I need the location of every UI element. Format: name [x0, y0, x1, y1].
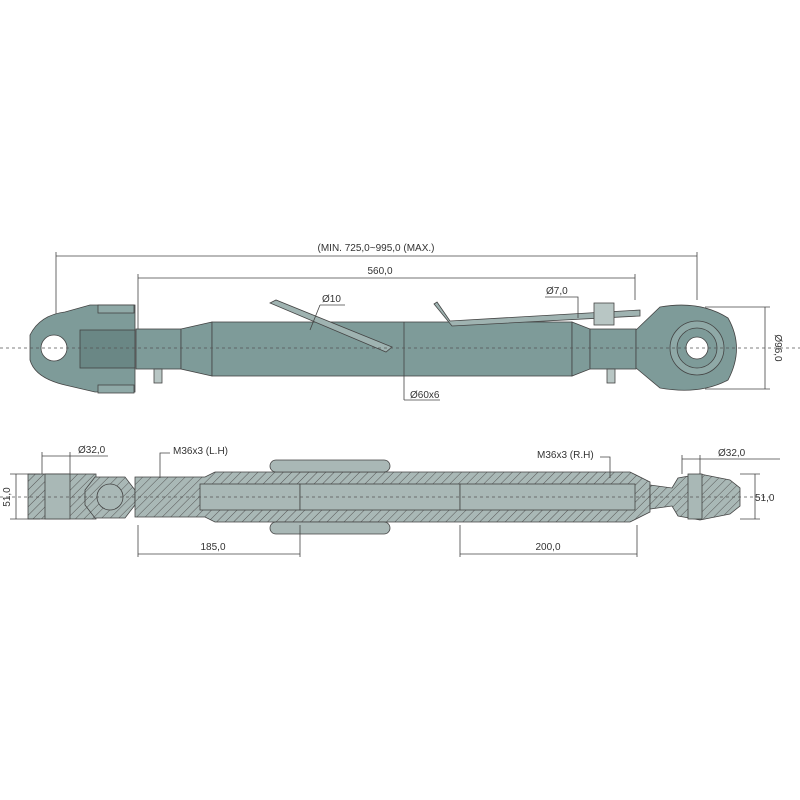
adjuster-sleeve-top	[269, 459, 391, 473]
main-tube	[211, 321, 573, 377]
tube-length-label: 560,0	[367, 266, 392, 277]
right-thread-label: M36x3 (R.H)	[537, 450, 594, 461]
left-pin-block	[79, 329, 136, 369]
left-sleeve	[135, 328, 182, 370]
handle	[269, 299, 393, 353]
right-hole-label: Ø32,0	[718, 448, 746, 459]
overall-length-label: (MIN. 725,0~995,0 (MAX.)	[318, 243, 435, 254]
handle-diameter-label: Ø10	[322, 294, 341, 305]
right-thread-length-label: 200,0	[535, 542, 560, 553]
top-view	[0, 252, 800, 401]
pin-diameter-label: Ø7,0	[546, 286, 568, 297]
right-lock-bolt	[606, 368, 616, 384]
left-hole-label: Ø32,0	[78, 445, 106, 456]
left-thread-length-label: 185,0	[200, 542, 225, 553]
section-view	[0, 452, 780, 557]
locking-pin	[433, 301, 641, 327]
right-width-label: 51,0	[755, 493, 775, 504]
left-width-label: 51,0	[2, 487, 13, 507]
left-lock-bolt	[153, 368, 163, 384]
left-thread-label: M36x3 (L.H)	[173, 446, 228, 457]
ball-diameter-label: Ø96,0	[772, 334, 783, 362]
tube-diameter-label: Ø60x6	[410, 390, 440, 401]
right-sleeve	[589, 328, 637, 370]
adjuster-sleeve-bottom	[269, 521, 391, 535]
